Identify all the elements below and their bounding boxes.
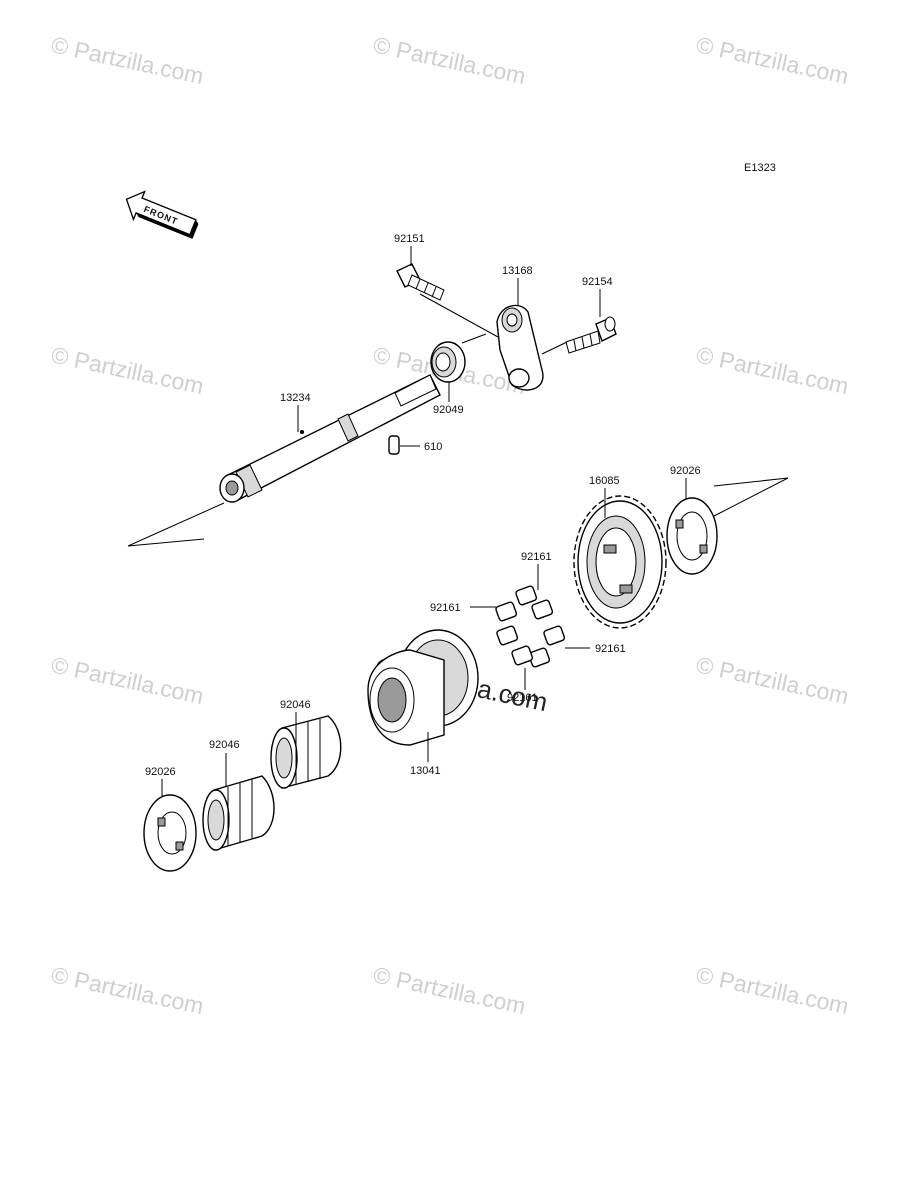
watermark: © Partzilla.com [694, 31, 851, 89]
lever-13168 [496, 304, 544, 391]
part-label[interactable]: 92026 [670, 465, 701, 477]
part-label[interactable]: 92154 [582, 276, 613, 288]
watermark: © Partzilla.com [694, 341, 851, 399]
axis-line [541, 341, 568, 355]
oil-seal-92049 [430, 341, 466, 383]
part-label[interactable]: 13234 [280, 392, 311, 404]
bolt-92151 [396, 263, 445, 301]
part-label[interactable]: 13041 [410, 765, 441, 777]
axis-line [461, 333, 487, 344]
watermark: © Partzilla.com [49, 31, 206, 89]
bolt-92154 [565, 316, 617, 354]
watermark: © Partzilla.com [371, 961, 528, 1019]
diagram-code: E1323 [744, 162, 776, 174]
damper-ring-92161 [495, 585, 566, 668]
axis-line-left [127, 538, 205, 547]
axis-line-left [127, 502, 225, 547]
watermark: © Partzilla.com [694, 651, 851, 709]
watermark: © Partzilla.com [49, 651, 206, 709]
part-label[interactable]: 92161 [430, 602, 461, 614]
pin-610 [388, 435, 400, 455]
needle-bearing-92046-upper [270, 715, 342, 789]
part-label[interactable]: 92049 [433, 404, 464, 416]
watermark: © Partzilla.com [49, 961, 206, 1019]
part-label[interactable]: 92161 [521, 551, 552, 563]
hub-13041 [367, 629, 479, 746]
front-arrow-icon: FRONT [125, 190, 199, 239]
part-label[interactable]: 92046 [209, 739, 240, 751]
part-label[interactable]: 92151 [394, 233, 425, 245]
watermark: © Partzilla.com [49, 341, 206, 399]
axis-line-right [713, 477, 789, 517]
axis-line-right [713, 477, 789, 487]
shaft-13234 [219, 374, 441, 503]
washer-92026-left [143, 794, 197, 872]
part-label[interactable]: 92026 [145, 766, 176, 778]
part-label[interactable]: 92161 [595, 643, 626, 655]
part-label[interactable]: 92161 [507, 692, 538, 704]
part-label[interactable]: 610 [424, 441, 442, 453]
part-labels: 92151 13168 92154 92049 13234 610 16085 … [145, 233, 701, 778]
axis-line [419, 293, 499, 338]
part-label[interactable]: 13168 [502, 265, 533, 277]
watermark: © Partzilla.com [371, 31, 528, 89]
part-label[interactable]: 16085 [589, 475, 620, 487]
part-label[interactable]: 92046 [280, 699, 311, 711]
needle-bearing-92046-lower [202, 775, 275, 851]
watermark: © Partzilla.com [694, 961, 851, 1019]
washer-92026-right [666, 497, 718, 575]
leader-lines [161, 246, 687, 796]
gear-16085 [573, 495, 667, 629]
